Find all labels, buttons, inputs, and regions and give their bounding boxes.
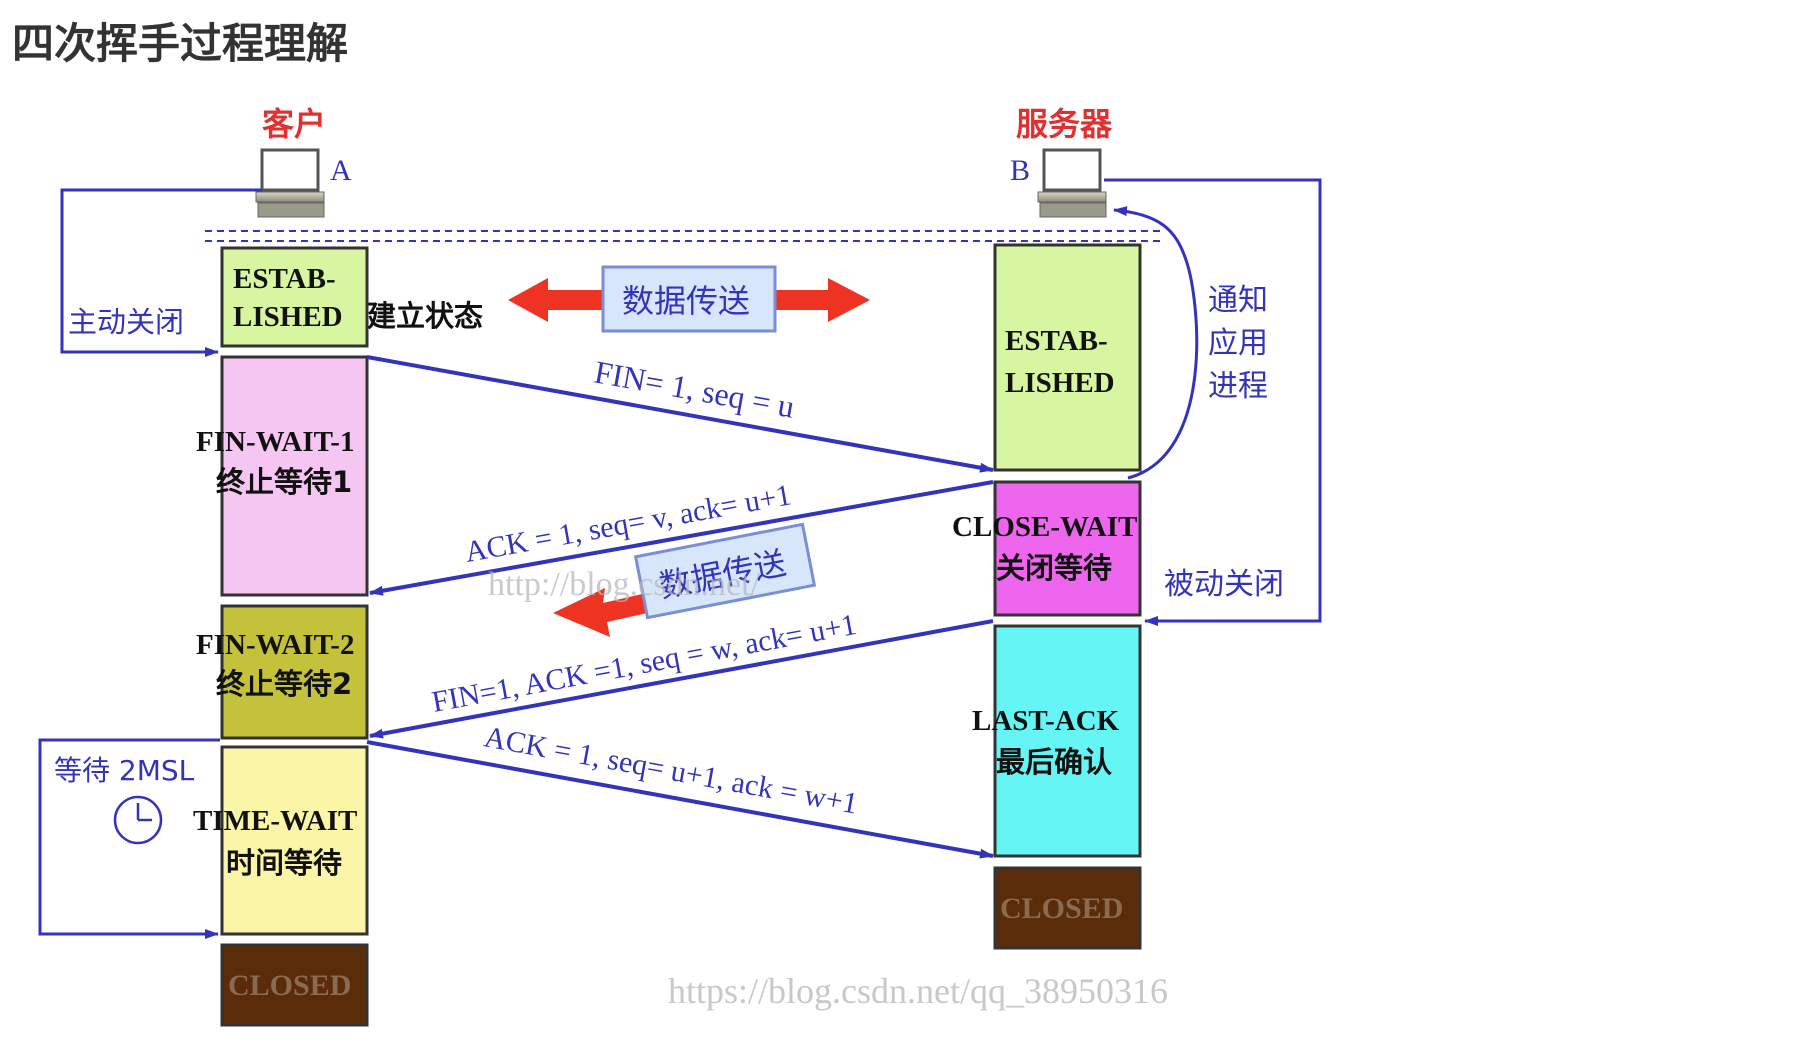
- server-closed-text: CLOSED: [1000, 892, 1123, 925]
- client-fin-wait-2-en: FIN-WAIT-2: [196, 629, 354, 661]
- ack2-arrow: [366, 740, 994, 859]
- server-label: 服务器: [1016, 105, 1113, 143]
- client-closed-text: CLOSED: [228, 969, 351, 1002]
- server-established-text-1: ESTAB-: [1005, 325, 1108, 357]
- page-title: 四次挥手过程理解: [12, 19, 349, 68]
- client-computer-icon: [255, 148, 325, 218]
- server-last-ack-cn: 最后确认: [996, 745, 1112, 779]
- watermark-middle: http://blog.csdn.net/: [488, 566, 761, 603]
- client-fin-wait-2-cn: 终止等待2: [216, 667, 352, 701]
- server-computer-icon: [1037, 148, 1107, 218]
- server-established-text-2: LISHED: [1005, 367, 1115, 399]
- notify-label-2: 应用: [1208, 326, 1268, 361]
- client-label: 客户: [262, 105, 326, 143]
- server-last-ack-en: LAST-ACK: [972, 705, 1120, 737]
- client-established-box: [220, 246, 369, 348]
- data-transfer-box-1: [601, 265, 777, 333]
- fin1-arrow: [366, 355, 994, 473]
- passive-close-label: 被动关闭: [1164, 567, 1284, 602]
- client-established-suffix: 建立状态: [367, 299, 483, 333]
- client-fin-wait-1-box: [220, 355, 369, 597]
- server-closed-box: [993, 866, 1142, 950]
- clock-icon: [113, 795, 163, 845]
- client-fin-wait-1-en: FIN-WAIT-1: [196, 426, 354, 458]
- active-close-arrow: [60, 188, 262, 357]
- server-established-box: [993, 243, 1142, 472]
- passive-close-arrow: [1104, 178, 1322, 626]
- client-time-wait-cn: 时间等待: [226, 846, 342, 880]
- notify-app-arrow: [1113, 206, 1199, 480]
- fin1-label: FIN= 1, seq = u: [592, 353, 797, 424]
- server-close-wait-cn: 关闭等待: [996, 551, 1112, 585]
- wait-2msl-label: 等待 2MSL: [54, 754, 195, 787]
- notify-label-3: 进程: [1208, 369, 1268, 404]
- data-transfer-label-1: 数据传送: [622, 282, 750, 320]
- server-letter: B: [1010, 154, 1030, 187]
- client-time-wait-box: [220, 745, 369, 936]
- fin2-label: FIN=1, ACK =1, seq = w, ack= u+1: [429, 608, 859, 719]
- ack1-arrow: [369, 480, 994, 596]
- server-close-wait-box: [993, 480, 1142, 617]
- client-time-wait-en: TIME-WAIT: [193, 805, 357, 837]
- client-established-text-1: ESTAB-: [233, 263, 336, 295]
- wait-2msl-arrow: [38, 738, 220, 939]
- client-fin-wait-2-box: [220, 604, 369, 740]
- client-letter: A: [330, 154, 352, 187]
- server-close-wait-en: CLOSE-WAIT: [952, 511, 1137, 543]
- ack2-label: ACK = 1, seq= u+1, ack = w+1: [482, 720, 861, 820]
- client-established-text-2: LISHED: [233, 301, 343, 333]
- notify-label-1: 通知: [1208, 283, 1268, 318]
- fin2-arrow: [369, 619, 994, 739]
- watermark-bottom: https://blog.csdn.net/qq_38950316: [668, 971, 1168, 1011]
- server-last-ack-box: [993, 624, 1142, 858]
- data-transfer-box-2: [633, 522, 817, 620]
- client-closed-box: [220, 943, 369, 1027]
- active-close-label: 主动关闭: [68, 305, 184, 339]
- client-fin-wait-1-cn: 终止等待1: [216, 465, 352, 499]
